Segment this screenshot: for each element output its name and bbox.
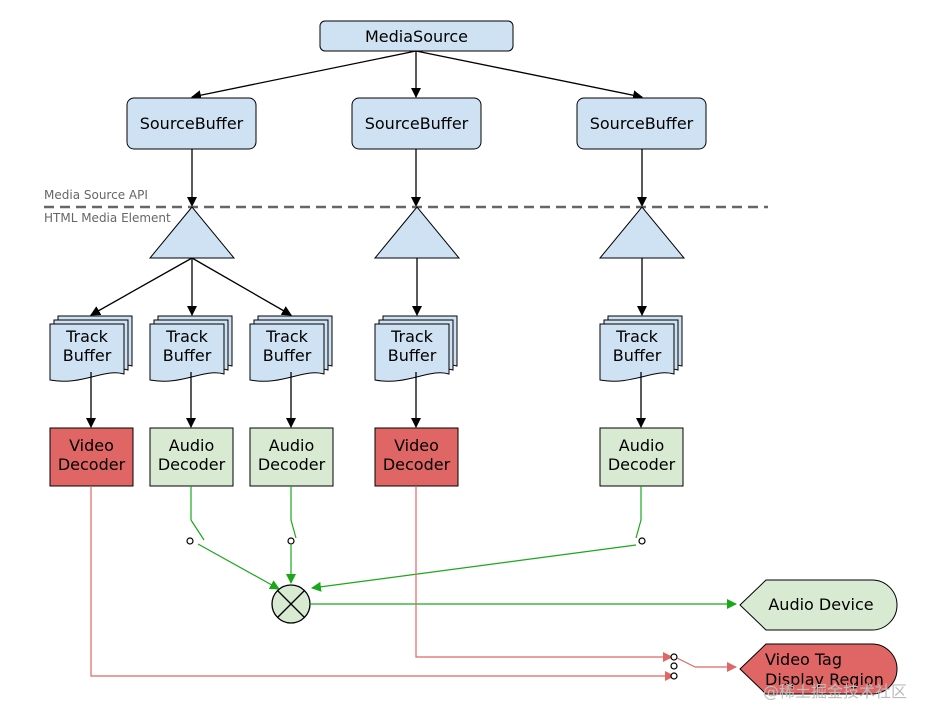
arrow-ms-sb3 <box>415 50 643 101</box>
decoder-line2-2: Decoder <box>158 455 226 474</box>
media-source-label: MediaSource <box>365 27 468 46</box>
track-buffer-5: Track Buffer <box>599 315 683 382</box>
track-buffer-line2-1: Buffer <box>63 346 112 365</box>
source-buffer-label-1: SourceBuffer <box>140 114 244 133</box>
video-decoder-box-4 <box>374 427 459 487</box>
demuxer-triangle-2 <box>373 206 461 259</box>
decoder-line2-1: Decoder <box>58 455 126 474</box>
source-buffer-label-2: SourceBuffer <box>365 114 469 133</box>
video-display-shape <box>739 643 898 695</box>
arrow-ms-sb1 <box>191 50 417 101</box>
track-buffer-line2-5: Buffer <box>613 346 662 365</box>
arrow-demux1-tb1 <box>90 257 193 316</box>
decoder-line2-4: Decoder <box>383 455 451 474</box>
track-buffer-line2-4: Buffer <box>388 346 437 365</box>
video-decoder-box-1 <box>49 427 134 487</box>
video-route-1 <box>90 486 675 681</box>
decoder-line1-5: Audio <box>619 436 664 455</box>
decoder-line2-3: Decoder <box>258 455 326 474</box>
audio-device-shape <box>739 579 898 631</box>
video-route-2 <box>415 486 673 662</box>
track-buffer-line1-3: Track <box>265 327 309 346</box>
audio-decoder-box-3 <box>249 427 334 487</box>
watermark-text: @稀土掘金技术社区 <box>763 682 907 701</box>
decoder-line1-1: Video <box>69 436 114 455</box>
source-buffer-label-3: SourceBuffer <box>590 114 694 133</box>
decoder-line2-5: Decoder <box>608 455 676 474</box>
decoder-line1-2: Audio <box>169 436 214 455</box>
media-source-api-label: Media Source API <box>44 188 148 202</box>
video-display-line2: Display Region <box>765 670 884 689</box>
audio-decoder-box-5 <box>599 427 684 487</box>
track-buffer-line2-2: Buffer <box>163 346 212 365</box>
audio-decoder-box-2 <box>149 427 234 487</box>
track-buffer-line1-5: Track <box>615 327 659 346</box>
html-media-element-label: HTML Media Element <box>44 211 171 225</box>
audio-switch-2 <box>286 486 297 584</box>
video-display-line1: Video Tag <box>765 650 842 669</box>
track-buffer-2: Track Buffer <box>149 315 233 382</box>
demuxer-triangle-3 <box>598 206 686 259</box>
track-buffer-line1-4: Track <box>390 327 434 346</box>
audio-device-label: Audio Device <box>768 595 873 614</box>
track-buffer-line1-2: Track <box>165 327 209 346</box>
decoder-line1-4: Video <box>394 436 439 455</box>
audio-switch-3 <box>311 486 646 592</box>
video-selector-switch <box>670 653 737 680</box>
audio-mixer-node <box>271 584 311 624</box>
track-buffer-1: Track Buffer <box>49 315 133 382</box>
track-buffer-line2-3: Buffer <box>263 346 312 365</box>
track-buffer-4: Track Buffer <box>374 315 458 382</box>
audio-switch-1 <box>186 486 280 590</box>
track-buffer-3: Track Buffer <box>249 315 333 382</box>
track-buffer-line1-1: Track <box>65 327 109 346</box>
decoder-line1-3: Audio <box>269 436 314 455</box>
arrow-demux1-tb3 <box>191 257 292 316</box>
